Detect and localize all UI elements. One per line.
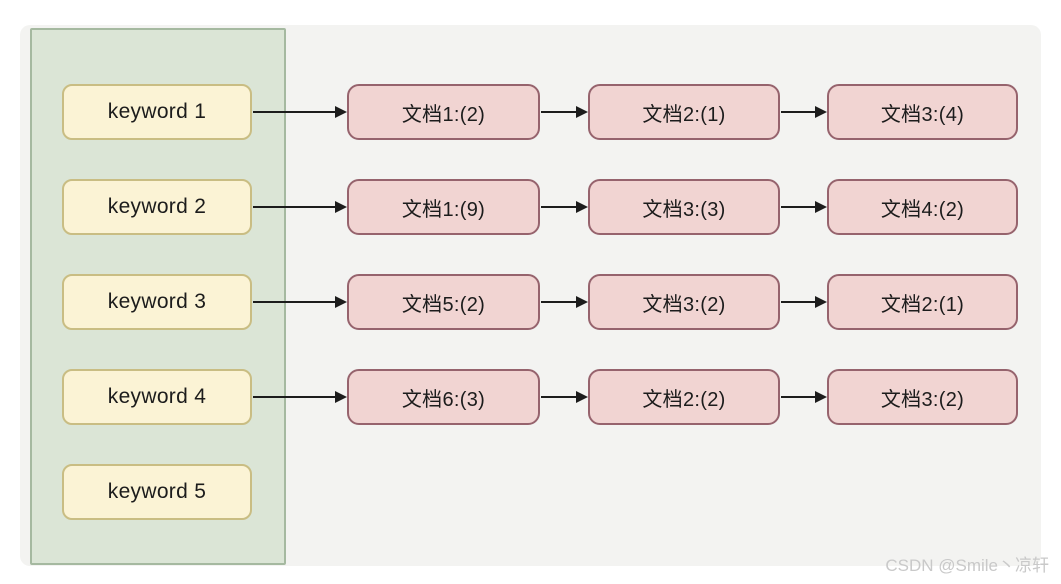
keyword-node-2: keyword 2	[62, 179, 252, 235]
arrow-keyword3-to-doc	[253, 296, 347, 308]
doc-node-row2-3: 文档4:(2)	[827, 179, 1018, 235]
arrow-row4-1-2	[541, 391, 588, 403]
arrow-row3-2-3	[781, 296, 827, 308]
keyword-node-5: keyword 5	[62, 464, 252, 520]
arrow-keyword4-to-doc	[253, 391, 347, 403]
arrow-keyword1-to-doc	[253, 106, 347, 118]
arrow-keyword2-to-doc	[253, 201, 347, 213]
arrow-row1-1-2	[541, 106, 588, 118]
keyword-node-4: keyword 4	[62, 369, 252, 425]
keyword-node-1: keyword 1	[62, 84, 252, 140]
doc-node-row3-2: 文档3:(2)	[588, 274, 780, 330]
doc-node-row4-3: 文档3:(2)	[827, 369, 1018, 425]
keyword-node-3: keyword 3	[62, 274, 252, 330]
arrow-row2-2-3	[781, 201, 827, 213]
arrow-row3-1-2	[541, 296, 588, 308]
doc-node-row3-3: 文档2:(1)	[827, 274, 1018, 330]
doc-node-row1-2: 文档2:(1)	[588, 84, 780, 140]
doc-node-row4-1: 文档6:(3)	[347, 369, 540, 425]
arrow-row2-1-2	[541, 201, 588, 213]
doc-node-row1-3: 文档3:(4)	[827, 84, 1018, 140]
csdn-watermark: CSDN @Smile丶凉轩	[885, 556, 1049, 575]
arrow-row4-2-3	[781, 391, 827, 403]
doc-node-row2-1: 文档1:(9)	[347, 179, 540, 235]
arrow-row1-2-3	[781, 106, 827, 118]
doc-node-row3-1: 文档5:(2)	[347, 274, 540, 330]
doc-node-row1-1: 文档1:(2)	[347, 84, 540, 140]
doc-node-row2-2: 文档3:(3)	[588, 179, 780, 235]
doc-node-row4-2: 文档2:(2)	[588, 369, 780, 425]
